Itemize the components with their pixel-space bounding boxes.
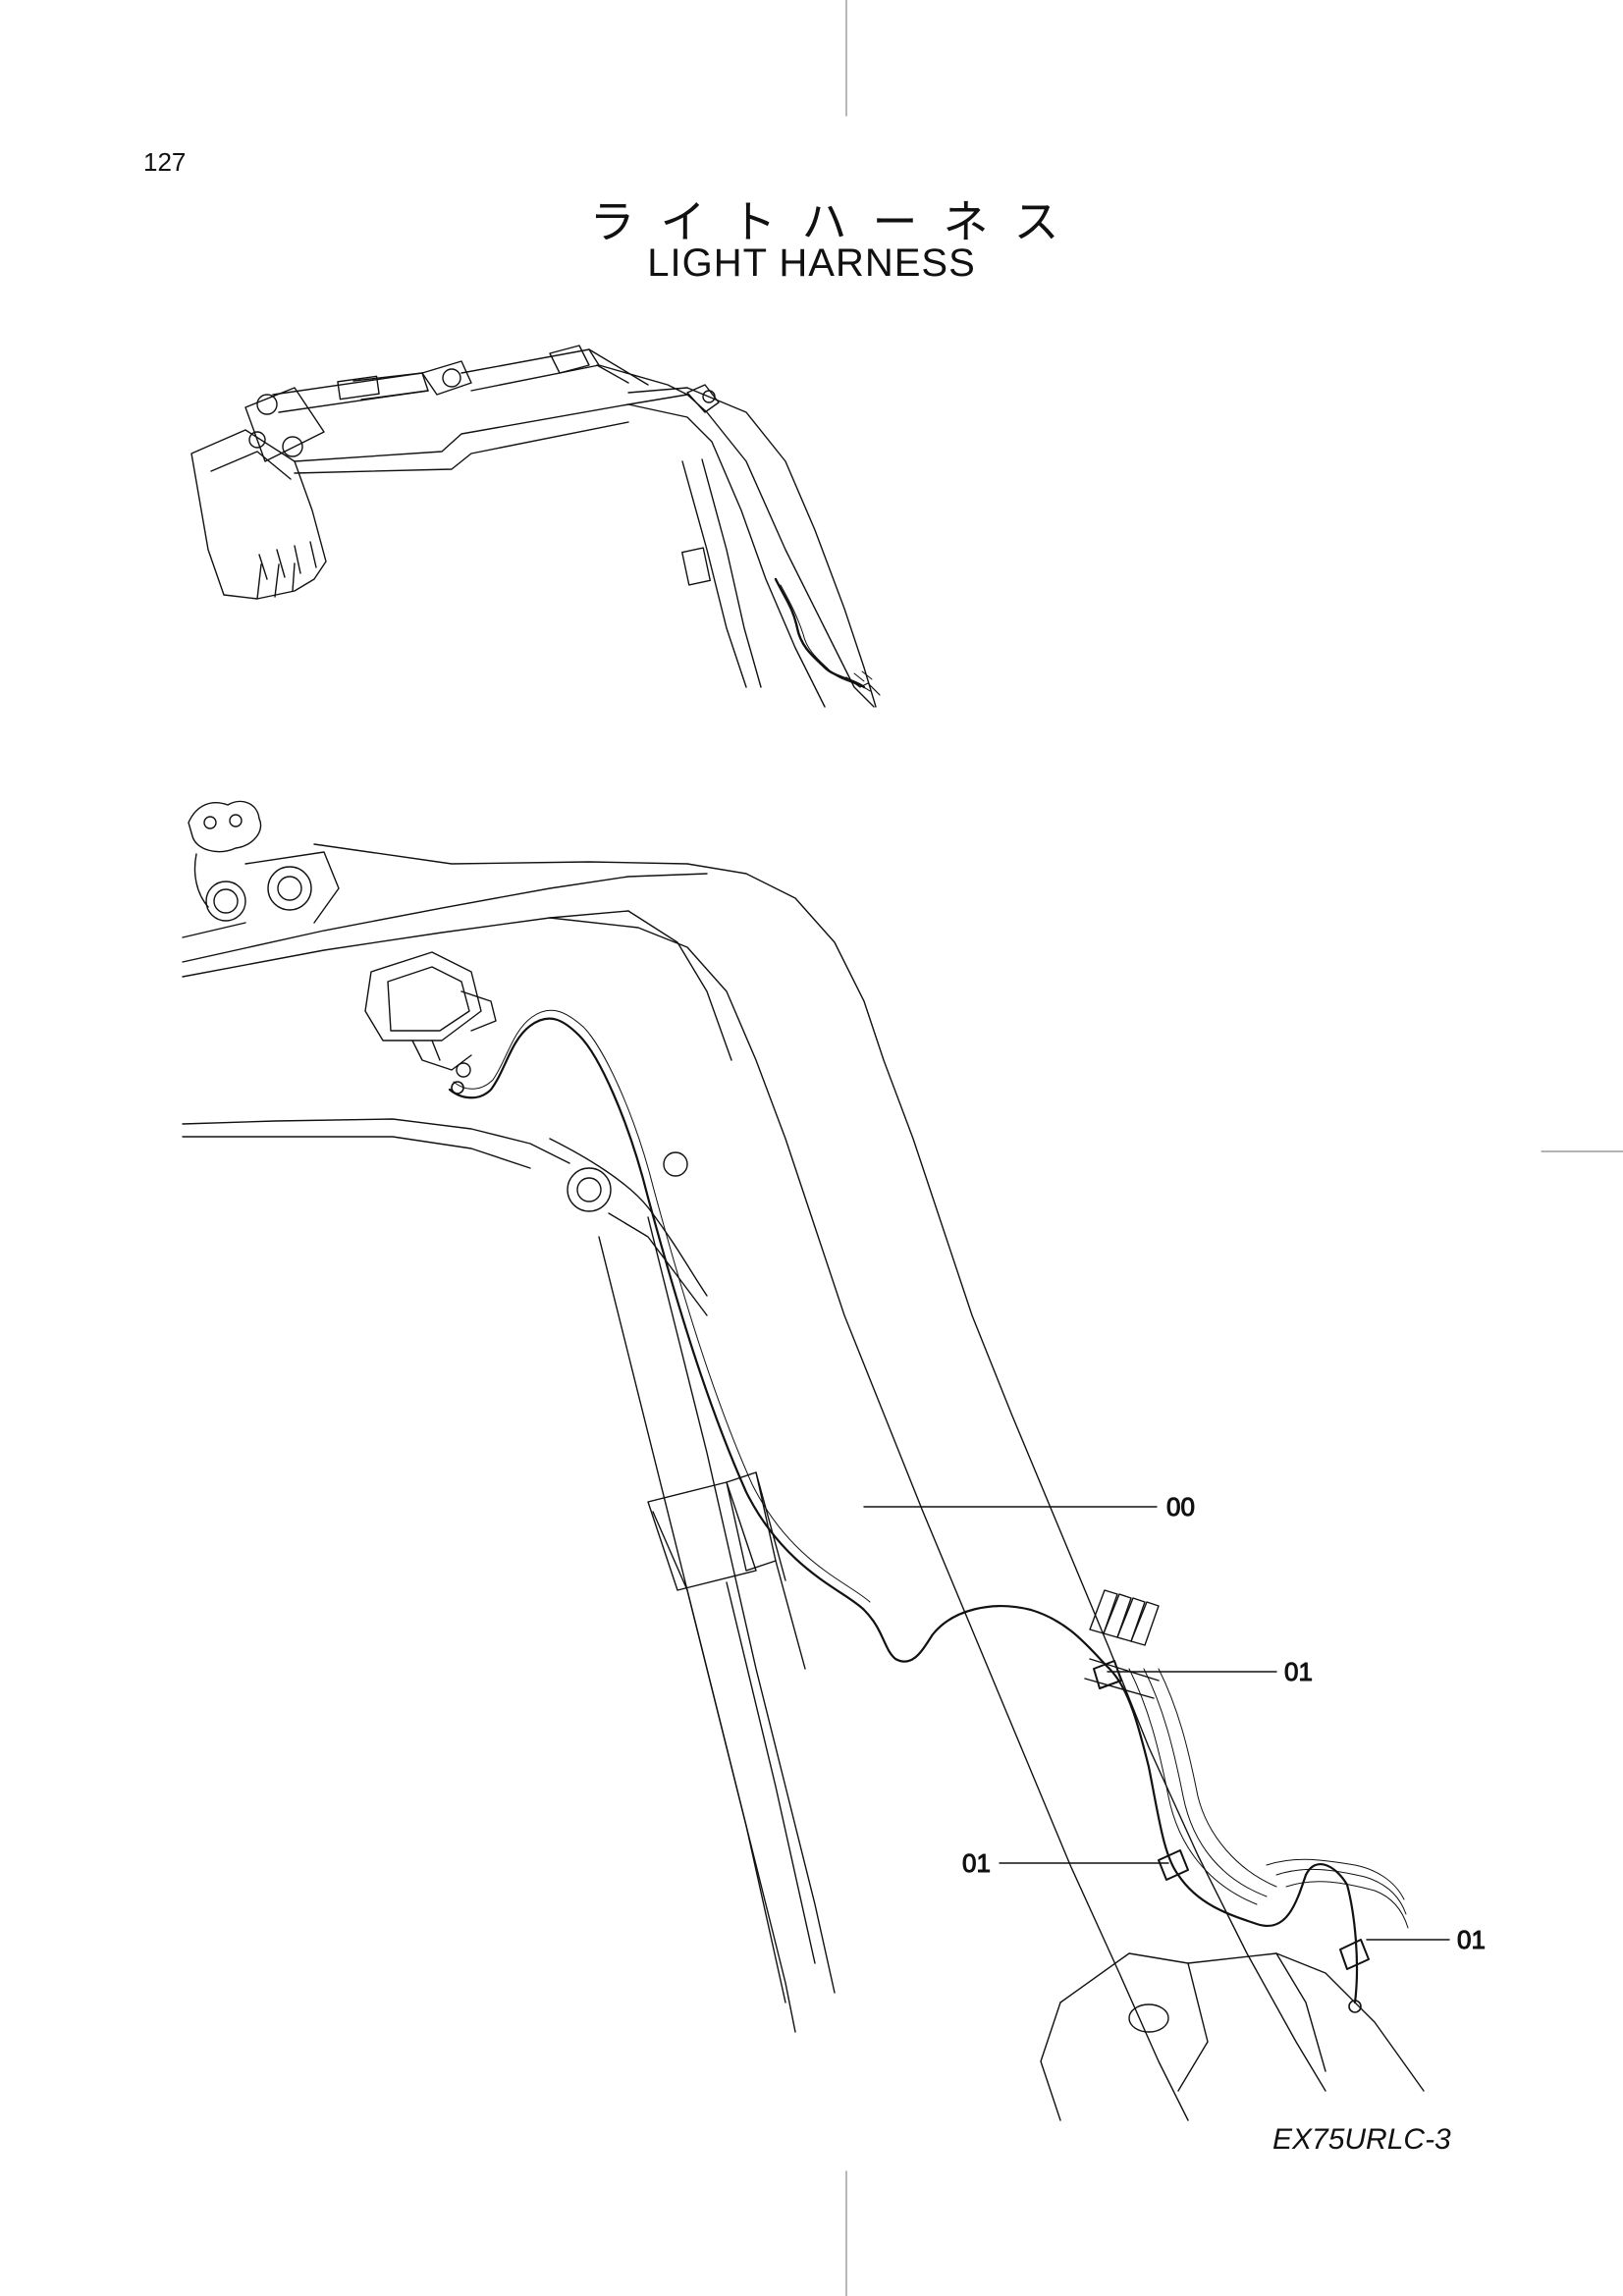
title-japanese: ライトハーネス [589, 195, 1085, 248]
boom-detail [182, 800, 1425, 2121]
page-number: 127 [143, 147, 187, 177]
light-harness-wire [448, 1009, 1362, 2013]
leader-lines [863, 1506, 1450, 1941]
model-code: EX75URLC-3 [1272, 2123, 1451, 2156]
connector-bundle [1084, 1589, 1409, 1970]
callout-01-middle: 01 [962, 1848, 991, 1878]
arm-overview [190, 345, 881, 708]
crop-marks [845, 0, 1623, 2296]
callout-01-upper: 01 [1284, 1657, 1313, 1686]
title-english: LIGHT HARNESS [647, 241, 976, 285]
callout-00: 00 [1166, 1492, 1195, 1522]
callout-01-lower: 01 [1457, 1925, 1486, 1954]
